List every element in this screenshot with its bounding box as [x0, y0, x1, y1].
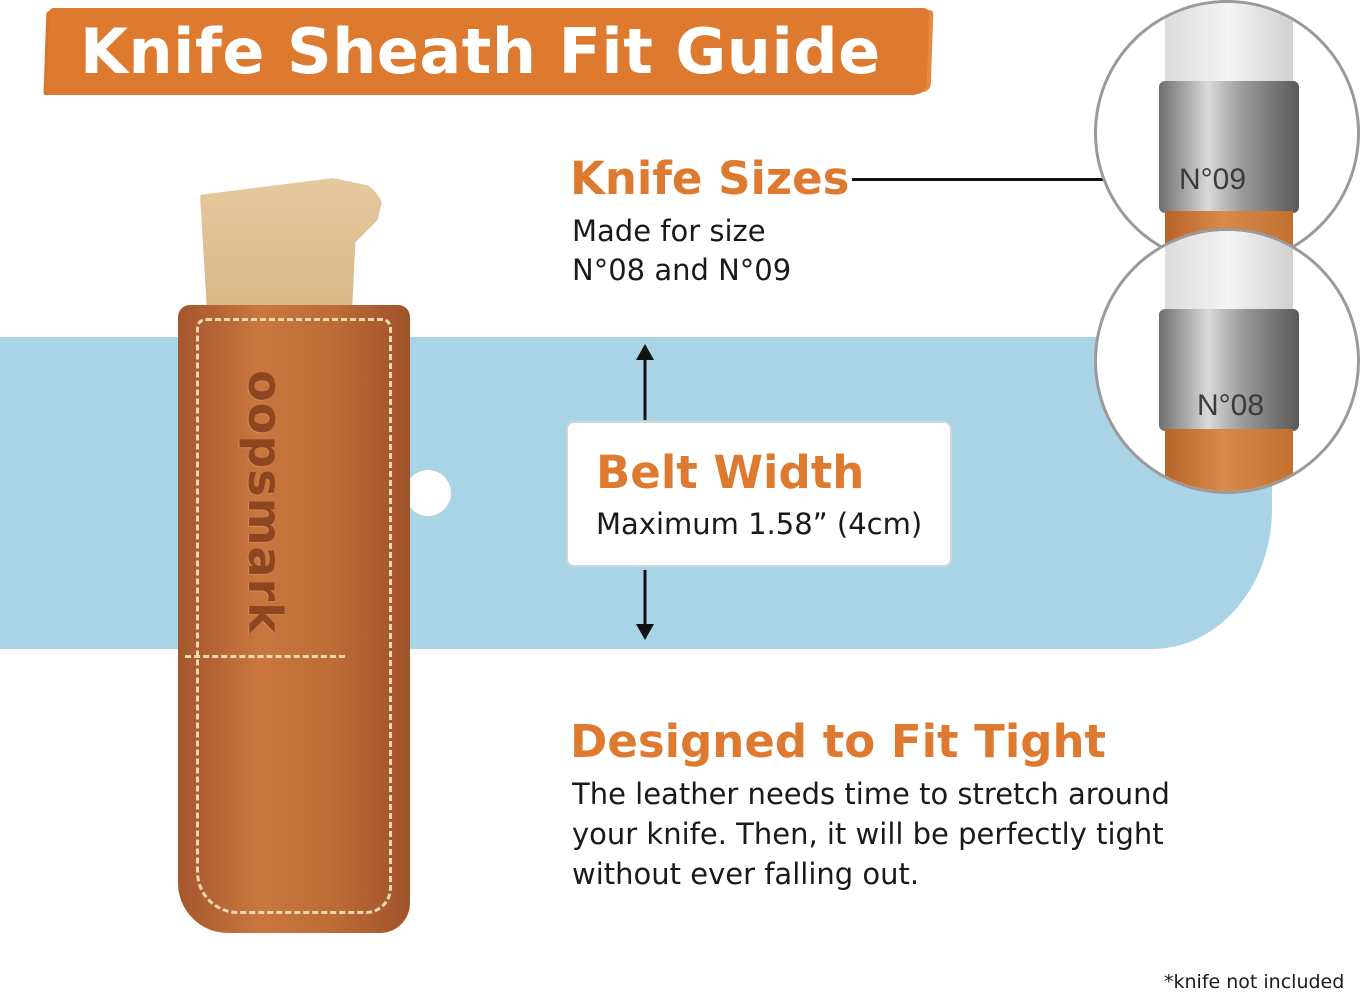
wood-handle-detail: [1165, 429, 1293, 491]
arrow-up-icon: [636, 344, 654, 360]
ferrule-detail: [1159, 309, 1299, 431]
pointer-line: [852, 178, 1182, 181]
belt-hole: [405, 470, 451, 516]
zoom-circle-size-08: N°08: [1094, 228, 1360, 494]
fit-heading: Designed to Fit Tight: [570, 715, 1107, 768]
belt-width-heading: Belt Width: [596, 446, 865, 499]
fit-text-line-3: without ever falling out.: [572, 857, 920, 891]
engraving-09: N°09: [1179, 163, 1247, 196]
ferrule-detail: [1159, 81, 1299, 213]
arrow-down-icon: [636, 624, 654, 640]
sheath-loop-stitching: [185, 655, 345, 698]
knife-sizes-text-line-2: N°08 and N°09: [572, 253, 792, 287]
belt-width-arrows: [636, 344, 654, 640]
knife-sizes-text-line-1: Made for size: [572, 214, 766, 248]
blade-detail: [1165, 3, 1293, 83]
fit-text-line-1: The leather needs time to stretch around: [572, 777, 1170, 811]
fit-text-line-2: your knife. Then, it will be perfectly t…: [572, 817, 1164, 851]
knife-sizes-heading: Knife Sizes: [570, 152, 850, 205]
engraving-08: N°08: [1197, 389, 1265, 422]
knife-handle-illustration: [200, 178, 385, 318]
page-title: Knife Sheath Fit Guide: [80, 15, 881, 88]
brand-embossing: oopsmark: [210, 370, 320, 634]
blade-detail: [1165, 231, 1293, 311]
sheath-stitching: [196, 318, 392, 914]
belt-width-text: Maximum 1.58” (4cm): [596, 507, 923, 541]
leather-sheath-illustration: [178, 305, 410, 933]
footnote: *knife not included: [1164, 971, 1345, 993]
belt-width-box: [566, 421, 952, 567]
brand-logo-text: oopsmark: [238, 370, 292, 634]
zoom-circle-size-09: N°09: [1094, 0, 1360, 266]
